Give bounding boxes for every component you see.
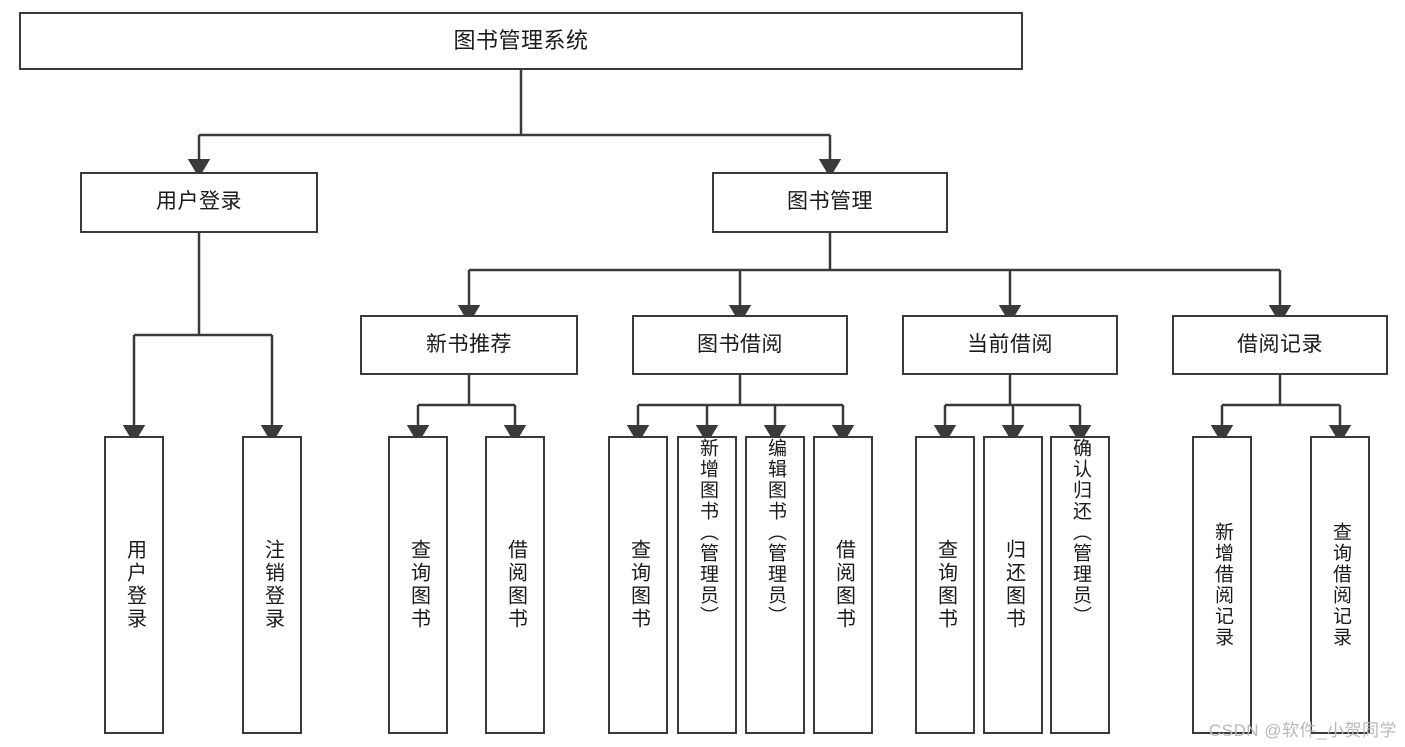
leaf-add-record-label: 新增借阅记录 bbox=[1211, 522, 1233, 648]
leaf-query-book-2[interactable]: 查询图书 bbox=[608, 436, 668, 734]
leaf-query-book-1[interactable]: 查询图书 bbox=[388, 436, 448, 734]
node-root-label: 图书管理系统 bbox=[453, 28, 589, 54]
leaf-return-book[interactable]: 归还图书 bbox=[983, 436, 1043, 734]
leaf-query-record-label: 查询借阅记录 bbox=[1329, 522, 1351, 648]
node-borrow-record-label: 借阅记录 bbox=[1237, 332, 1323, 356]
leaf-borrow-book-1[interactable]: 借阅图书 bbox=[485, 436, 545, 734]
leaf-user-logout-label: 注销登录 bbox=[261, 539, 284, 631]
leaf-user-login[interactable]: 用户登录 bbox=[104, 436, 164, 734]
node-user-login[interactable]: 用户登录 bbox=[80, 172, 318, 233]
node-book-manage-label: 图书管理 bbox=[787, 190, 873, 214]
leaf-add-record[interactable]: 新增借阅记录 bbox=[1192, 436, 1252, 734]
node-book-borrow[interactable]: 图书借阅 bbox=[632, 315, 848, 375]
leaf-add-book[interactable]: 新增图书（管理员） bbox=[677, 436, 737, 734]
node-new-book-recommend[interactable]: 新书推荐 bbox=[360, 315, 578, 375]
node-current-borrow-label: 当前借阅 bbox=[967, 332, 1053, 356]
leaf-query-book-3[interactable]: 查询图书 bbox=[915, 436, 975, 734]
node-current-borrow[interactable]: 当前借阅 bbox=[902, 315, 1118, 375]
leaf-edit-book[interactable]: 编辑图书（管理员） bbox=[745, 436, 805, 734]
leaf-query-book-3-label: 查询图书 bbox=[934, 539, 957, 631]
leaf-borrow-book-1-label: 借阅图书 bbox=[504, 539, 527, 631]
leaf-user-login-label: 用户登录 bbox=[123, 539, 146, 631]
leaf-user-logout[interactable]: 注销登录 bbox=[242, 436, 302, 734]
leaf-borrow-book-2[interactable]: 借阅图书 bbox=[813, 436, 873, 734]
node-new-book-recommend-label: 新书推荐 bbox=[426, 332, 512, 356]
node-book-borrow-label: 图书借阅 bbox=[697, 332, 783, 356]
node-user-login-label: 用户登录 bbox=[156, 190, 242, 214]
node-root[interactable]: 图书管理系统 bbox=[19, 12, 1023, 70]
leaf-return-book-label: 归还图书 bbox=[1002, 539, 1025, 631]
node-book-manage[interactable]: 图书管理 bbox=[712, 172, 948, 233]
leaf-add-book-label: 新增图书（管理员） bbox=[696, 438, 718, 627]
leaf-borrow-book-2-label: 借阅图书 bbox=[832, 539, 855, 631]
leaf-edit-book-label: 编辑图书（管理员） bbox=[764, 438, 786, 627]
csdn-watermark: CSDN @软件_小贺同学 bbox=[1208, 721, 1397, 740]
leaf-query-record[interactable]: 查询借阅记录 bbox=[1310, 436, 1370, 734]
leaf-query-book-1-label: 查询图书 bbox=[407, 539, 430, 631]
leaf-confirm-return-label: 确认归还（管理员） bbox=[1069, 438, 1091, 627]
node-borrow-record[interactable]: 借阅记录 bbox=[1172, 315, 1388, 375]
leaf-query-book-2-label: 查询图书 bbox=[627, 539, 650, 631]
leaf-confirm-return[interactable]: 确认归还（管理员） bbox=[1050, 436, 1110, 734]
